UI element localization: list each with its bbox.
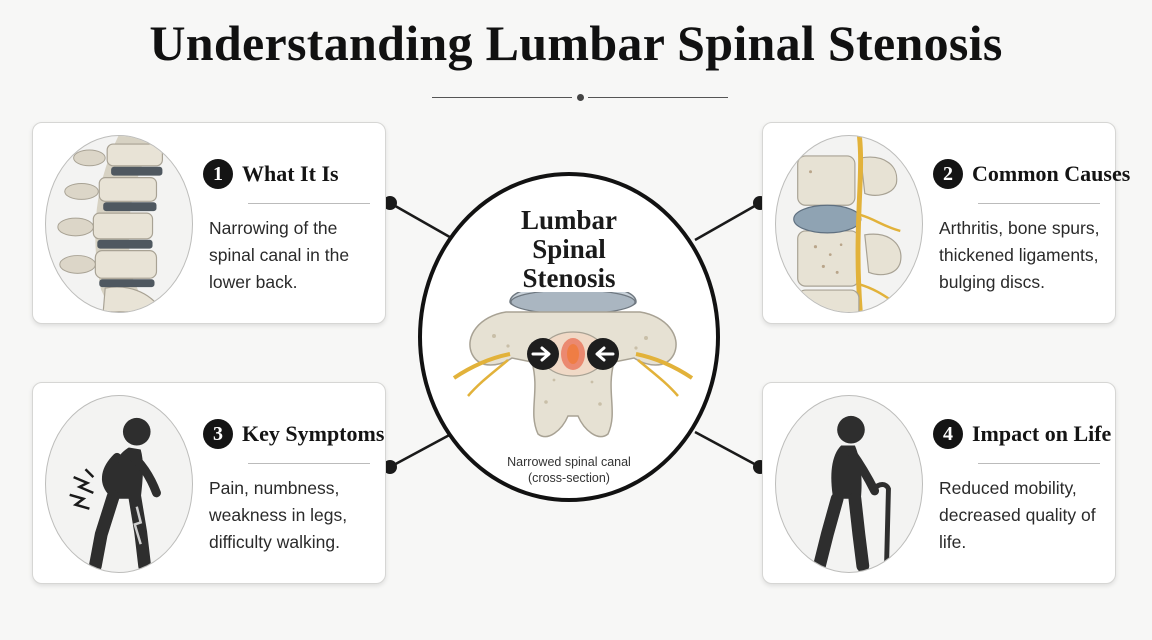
step-number-badge: 1 [203, 159, 233, 189]
card-heading: Impact on Life [972, 421, 1112, 446]
spinal-canal-cross-section-icon [452, 292, 694, 438]
person-with-cane-icon [775, 395, 923, 573]
card-common-causes: 2 Common Causes Arthritis, bone spurs, t… [762, 122, 1130, 324]
card-description: Reduced mobility, decreased quality of l… [939, 478, 1096, 552]
center-oval: Lumbar Spinal Stenosis Narrowed spinal c… [418, 172, 720, 502]
card-key-symptoms: 3 Key Symptoms Pain, numbness, weakness … [32, 382, 386, 584]
card-what-it-is: 1 What It Is Narrowing of the spinal can… [32, 122, 386, 324]
card-divider [248, 463, 370, 464]
card-header: 4 Impact on Life [933, 419, 1111, 449]
card-description: Arthritis, bone spurs, thickened ligamen… [939, 218, 1100, 292]
card-heading: Key Symptoms [242, 421, 385, 446]
step-number-badge: 2 [933, 159, 963, 189]
title-divider [432, 94, 728, 101]
page-title: Understanding Lumbar Spinal Stenosis [149, 15, 1003, 71]
card-divider [978, 463, 1100, 464]
center-caption: Narrowed spinal canal (cross-section) [422, 454, 716, 486]
card-header: 1 What It Is [203, 159, 339, 189]
center-title: Lumbar Spinal Stenosis [422, 206, 716, 293]
step-number-badge: 4 [933, 419, 963, 449]
card-description: Narrowing of the spinal canal in the low… [209, 218, 350, 292]
card-divider [978, 203, 1100, 204]
card-header: 2 Common Causes [933, 159, 1130, 189]
compressed-vertebrae-nerve-icon [775, 135, 923, 313]
card-divider [248, 203, 370, 204]
card-description: Pain, numbness, weakness in legs, diffic… [209, 478, 348, 552]
center-title-line: Stenosis [522, 263, 616, 293]
card-header: 3 Key Symptoms [203, 419, 384, 449]
person-back-pain-icon [45, 395, 193, 573]
caption-line: (cross-section) [528, 471, 610, 485]
caption-line: Narrowed spinal canal [507, 455, 631, 469]
card-heading: Common Causes [972, 161, 1131, 186]
card-impact-on-life: 4 Impact on Life Reduced mobility, decre… [762, 382, 1116, 584]
center-title-line: Lumbar [520, 205, 618, 235]
step-number-badge: 3 [203, 419, 233, 449]
card-heading: What It Is [242, 161, 339, 186]
lumbar-spine-side-view-icon [45, 135, 193, 313]
center-title-line: Spinal [532, 234, 606, 264]
